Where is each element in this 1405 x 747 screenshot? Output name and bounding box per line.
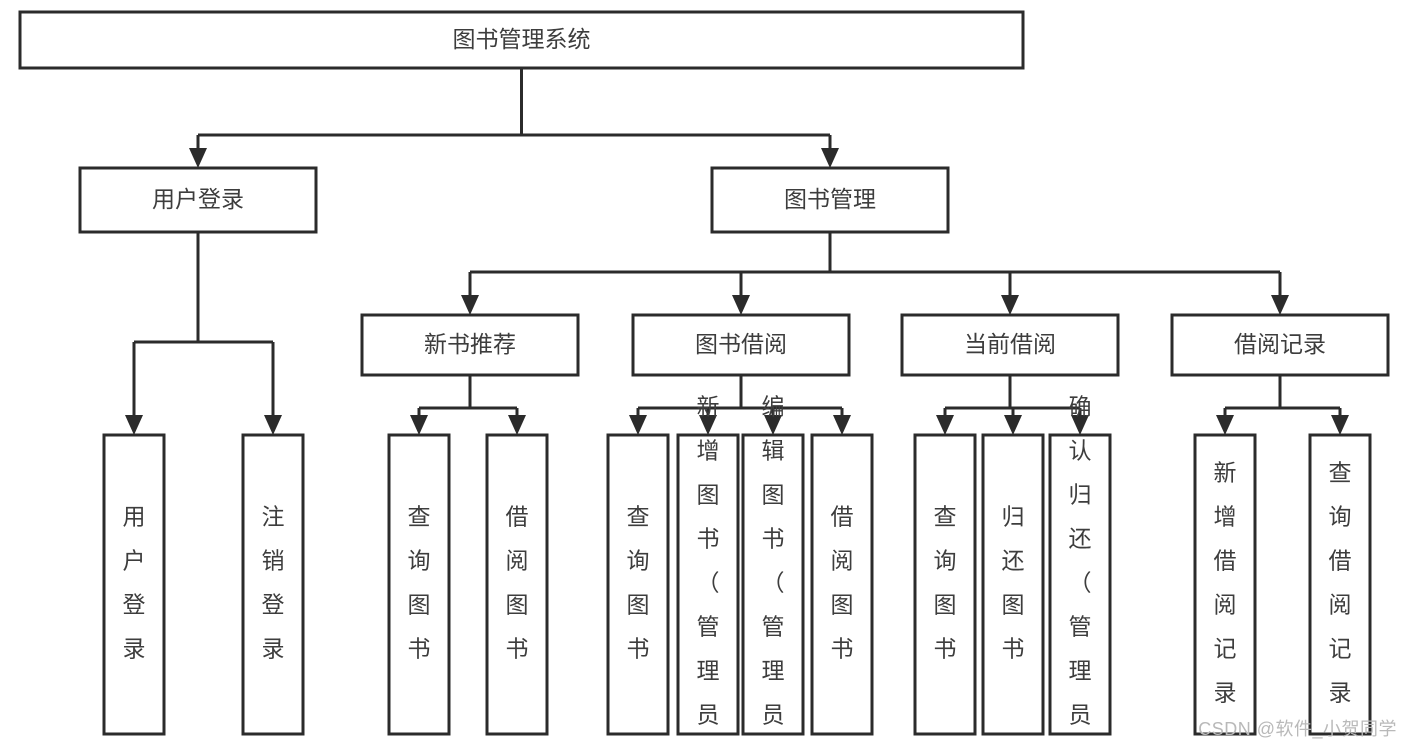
node-label: 借阅记录 — [1234, 331, 1326, 357]
level3-node-book-borrow[interactable]: 图书借阅 — [631, 313, 851, 377]
level3-node-current-borrow[interactable]: 当前借阅 — [900, 313, 1120, 377]
leaf-node-leaf-user-login[interactable]: 用户登录 — [102, 433, 166, 736]
level2-node-user-login[interactable]: 用户登录 — [78, 166, 318, 234]
leaf-node-leaf-add-borrow-record[interactable]: 新增借阅记录 — [1193, 433, 1257, 736]
leaf-node-leaf-query-borrow-record[interactable]: 查询借阅记录 — [1308, 433, 1372, 736]
leaf-label: 查询图书 — [627, 504, 650, 662]
leaf-label: 归还图书 — [1002, 504, 1025, 662]
leaf-node-leaf-logout[interactable]: 注销登录 — [241, 433, 305, 736]
title-node-book-management-system[interactable]: 图书管理系统 — [18, 10, 1025, 70]
arrow-head-icon — [508, 415, 526, 435]
arrow-head-icon — [1216, 415, 1234, 435]
arrow-head-icon — [410, 415, 428, 435]
leaf-node-leaf-query-book-3[interactable]: 查询图书 — [913, 433, 977, 736]
node-label: 新书推荐 — [424, 331, 516, 357]
arrow-head-icon — [1331, 415, 1349, 435]
leaf-label: 注销登录 — [262, 504, 285, 662]
node-label: 当前借阅 — [964, 331, 1056, 357]
leaf-node-leaf-borrow-book-2[interactable]: 借阅图书 — [810, 433, 874, 736]
connector-layer — [125, 68, 1349, 435]
arrow-head-icon — [699, 415, 717, 435]
arrow-head-icon — [1271, 295, 1289, 315]
leaf-label: 查询图书 — [934, 504, 957, 662]
node-layer: 图书管理系统用户登录图书管理新书推荐图书借阅当前借阅借阅记录用户登录注销登录查询… — [18, 10, 1390, 747]
arrow-head-icon — [125, 415, 143, 435]
leaf-node-leaf-return-book[interactable]: 归还图书 — [981, 433, 1045, 736]
node-label: 图书借阅 — [695, 331, 787, 357]
leaf-label: 新增图书（管理员） — [697, 394, 720, 747]
arrow-head-icon — [764, 415, 782, 435]
leaf-label: 借阅图书 — [506, 504, 529, 662]
leaf-label: 用户登录 — [123, 504, 146, 662]
arrow-head-icon — [461, 295, 479, 315]
level3-node-borrow-record[interactable]: 借阅记录 — [1170, 313, 1390, 377]
arrow-head-icon — [1004, 415, 1022, 435]
csdn-watermark: CSDN @软件_小贺同学 — [1198, 719, 1397, 739]
arrow-head-icon — [629, 415, 647, 435]
leaf-node-leaf-query-book-2[interactable]: 查询图书 — [606, 433, 670, 736]
node-label: 用户登录 — [152, 186, 244, 212]
arrow-head-icon — [833, 415, 851, 435]
arrow-head-icon — [732, 295, 750, 315]
leaf-node-leaf-query-book-1[interactable]: 查询图书 — [387, 433, 451, 736]
arrow-head-icon — [1071, 415, 1089, 435]
leaf-label: 确认归还（管理员） — [1069, 394, 1092, 747]
node-label: 图书管理 — [784, 186, 876, 212]
leaf-label: 编辑图书（管理员） — [762, 394, 785, 747]
arrow-head-icon — [821, 148, 839, 168]
level2-node-book-management[interactable]: 图书管理 — [710, 166, 950, 234]
arrow-head-icon — [189, 148, 207, 168]
level3-node-new-book-recommend[interactable]: 新书推荐 — [360, 313, 580, 377]
leaf-node-leaf-borrow-book-1[interactable]: 借阅图书 — [485, 433, 549, 736]
leaf-label: 新增借阅记录 — [1214, 460, 1237, 706]
leaf-label: 查询图书 — [408, 504, 431, 662]
leaf-label: 查询借阅记录 — [1329, 460, 1352, 706]
arrow-head-icon — [264, 415, 282, 435]
leaf-node-leaf-add-book-admin[interactable]: 新增图书（管理员） — [676, 394, 740, 747]
node-label: 图书管理系统 — [453, 26, 591, 52]
leaf-label: 借阅图书 — [831, 504, 854, 662]
arrow-head-icon — [936, 415, 954, 435]
leaf-node-leaf-edit-book-admin[interactable]: 编辑图书（管理员） — [741, 394, 805, 747]
leaf-node-leaf-confirm-return-admin[interactable]: 确认归还（管理员） — [1048, 394, 1112, 747]
arrow-head-icon — [1001, 295, 1019, 315]
